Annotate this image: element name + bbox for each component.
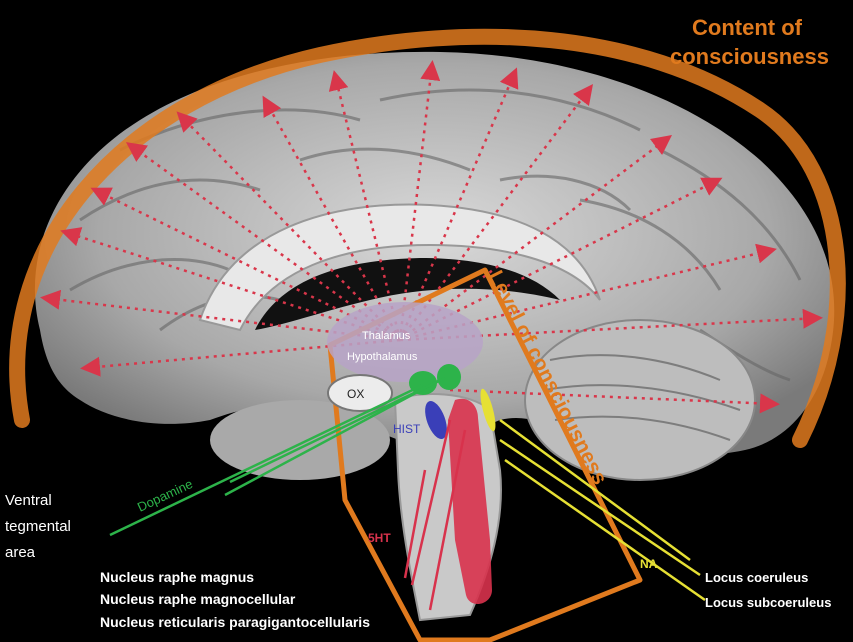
hist-label: HIST [393,422,421,436]
locus-subcoeruleus-label: Locus subcoeruleus [705,595,831,610]
title-line2: consciousness [670,44,829,69]
raphe-label-2: Nucleus raphe magnocellular [100,591,296,607]
noradrenaline-label: NA [640,557,658,571]
temporal-lobe [210,400,390,480]
ox-label: OX [347,387,364,401]
vta-line1: Ventral [5,492,52,509]
title-line1: Content of [692,15,803,40]
raphe-label-3: Nucleus reticularis paragigantocellulari… [100,614,370,630]
serotonin-label: 5HT [368,531,391,545]
vta-line3: area [5,544,36,561]
hypothalamus-label: Hypothalamus [347,351,418,363]
raphe-label-1: Nucleus raphe magnus [100,569,254,585]
vta-line2: tegmental [5,518,71,535]
thalamus-label: Thalamus [362,330,411,342]
dopamine-nucleus-right [437,364,461,390]
thalamus-region [327,302,483,382]
locus-coeruleus-label: Locus coeruleus [705,570,808,585]
